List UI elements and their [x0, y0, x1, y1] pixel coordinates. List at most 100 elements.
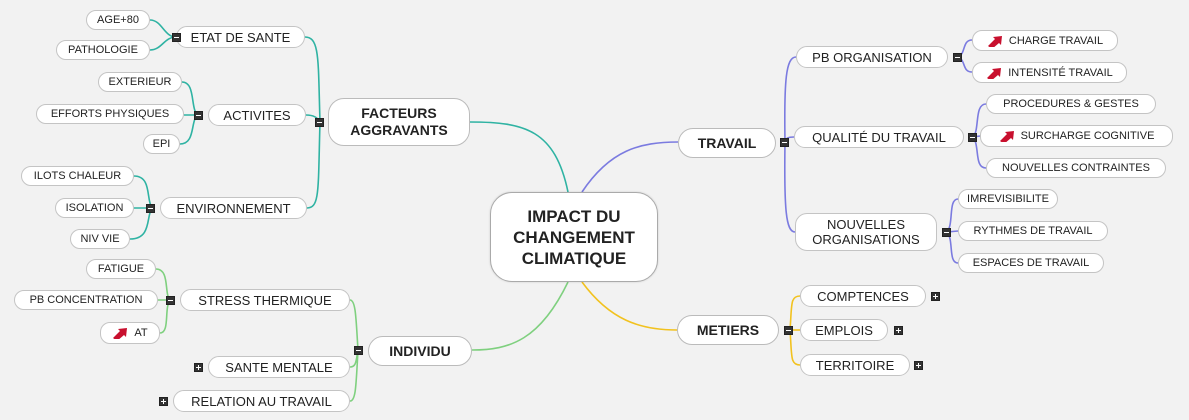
flag-icon	[999, 131, 1014, 142]
pb-concentration-label: PB CONCENTRATION	[29, 294, 143, 306]
surcharge-cognitive-label: SURCHARGE COGNITIVE	[1020, 130, 1155, 142]
topic-imrevisibilite[interactable]: IMREVISIBILITE	[958, 189, 1058, 209]
nouvelles-contraintes-label: NOUVELLES CONTRAINTES	[1002, 162, 1150, 174]
collapse-toggle-individu[interactable]	[354, 346, 363, 355]
link-center-metiers	[581, 281, 678, 331]
topic-etat-de-sante[interactable]: ETAT DE SANTE	[176, 26, 305, 48]
topic-territoire[interactable]: TERRITOIRE	[800, 354, 910, 376]
territoire-label: TERRITOIRE	[815, 357, 895, 373]
topic-nouvelles-organisations[interactable]: NOUVELLES ORGANISATIONS	[795, 213, 937, 251]
exterieur-label: EXTERIEUR	[108, 76, 172, 88]
topic-charge-travail[interactable]: CHARGE TRAVAIL	[972, 30, 1118, 51]
topic-rythmes-de-travail[interactable]: RYTHMES DE TRAVAIL	[958, 221, 1108, 241]
link-center-facteurs	[469, 121, 569, 193]
topic-pb-concentration[interactable]: PB CONCENTRATION	[14, 290, 158, 310]
environnement-label: ENVIRONNEMENT	[176, 200, 291, 216]
topic-nouvelles-contraintes[interactable]: NOUVELLES CONTRAINTES	[986, 158, 1166, 178]
topic-environnement[interactable]: ENVIRONNEMENT	[160, 197, 307, 219]
link-travail-nouvelles	[783, 141, 796, 233]
expand-toggle-sante-mentale[interactable]	[194, 363, 203, 372]
facteurs-line1: FACTEURS	[361, 105, 437, 121]
central-topic-line3: CLIMATIQUE	[521, 248, 627, 268]
collapse-toggle-nouvelles-organisations[interactable]	[942, 228, 951, 237]
topic-age80[interactable]: AGE+80	[86, 10, 150, 30]
procedures-gestes-label: PROCEDURES & GESTES	[1003, 98, 1139, 110]
ilots-chaleur-label: ILOTS CHALEUR	[33, 170, 122, 182]
activites-label: ACTIVITES	[223, 107, 291, 123]
topic-pb-organisation[interactable]: PB ORGANISATION	[796, 46, 948, 68]
link-facteurs-etat	[304, 36, 321, 123]
topic-pathologie[interactable]: PATHOLOGIE	[56, 40, 150, 60]
flag-icon	[987, 35, 1002, 47]
link-center-travail	[581, 141, 679, 193]
collapse-toggle-metiers[interactable]	[784, 326, 793, 335]
travail-label: TRAVAIL	[697, 134, 757, 151]
topic-exterieur[interactable]: EXTERIEUR	[98, 72, 182, 92]
topic-relation-au-travail[interactable]: RELATION AU TRAVAIL	[173, 390, 350, 412]
expand-toggle-territoire[interactable]	[914, 361, 923, 370]
nouvelles-organisations-line2: ORGANISATIONS	[812, 232, 920, 247]
stress-thermique-label: STRESS THERMIQUE	[198, 292, 332, 308]
isolation-label: ISOLATION	[65, 202, 124, 214]
topic-individu[interactable]: INDIVIDU	[368, 336, 472, 366]
link-metiers-comptences	[789, 295, 801, 331]
collapse-toggle-facteurs[interactable]	[315, 118, 324, 127]
rythmes-de-travail-label: RYTHMES DE TRAVAIL	[973, 225, 1093, 237]
topic-sante-mentale[interactable]: SANTE MENTALE	[208, 356, 350, 378]
central-topic-line1: IMPACT DU	[527, 206, 621, 226]
imrevisibilite-label: IMREVISIBILITE	[967, 193, 1049, 205]
at-label: AT	[134, 327, 148, 339]
flag-icon	[113, 328, 128, 339]
charge-travail-label: CHARGE TRAVAIL	[1008, 34, 1104, 47]
fatigue-label: FATIGUE	[97, 263, 145, 275]
central-topic-line2: CHANGEMENT	[513, 227, 635, 247]
topic-niv-vie[interactable]: NIV VIE	[70, 229, 130, 249]
etat-de-sante-label: ETAT DE SANTE	[190, 29, 291, 45]
epi-label: EPI	[152, 138, 171, 150]
topic-procedures-gestes[interactable]: PROCEDURES & GESTES	[986, 94, 1156, 114]
espaces-de-travail-label: ESPACES DE TRAVAIL	[972, 257, 1090, 269]
link-individu-stress	[349, 299, 359, 351]
link-travail-pborg	[783, 56, 797, 143]
topic-isolation[interactable]: ISOLATION	[55, 198, 134, 218]
topic-espaces-de-travail[interactable]: ESPACES DE TRAVAIL	[958, 253, 1104, 273]
topic-fatigue[interactable]: FATIGUE	[86, 259, 156, 279]
nouvelles-organisations-line1: NOUVELLES	[826, 217, 906, 232]
intensite-travail-label: INTENSITÉ TRAVAIL	[1008, 66, 1113, 79]
topic-intensite-travail[interactable]: INTENSITÉ TRAVAIL	[972, 62, 1127, 83]
expand-toggle-relation-au-travail[interactable]	[159, 397, 168, 406]
topic-ilots-chaleur[interactable]: ILOTS CHALEUR	[21, 166, 134, 186]
relation-au-travail-label: RELATION AU TRAVAIL	[191, 393, 332, 409]
collapse-toggle-travail[interactable]	[780, 138, 789, 147]
topic-qualite-du-travail[interactable]: QUALITÉ DU TRAVAIL	[794, 126, 964, 148]
topic-at[interactable]: AT	[100, 322, 160, 344]
metiers-label: METIERS	[696, 321, 760, 338]
collapse-toggle-etat-de-sante[interactable]	[172, 33, 181, 42]
topic-emplois[interactable]: EMPLOIS	[800, 319, 888, 341]
topic-activites[interactable]: ACTIVITES	[208, 104, 306, 126]
collapse-toggle-pb-organisation[interactable]	[953, 53, 962, 62]
qualite-du-travail-label: QUALITÉ DU TRAVAIL	[812, 129, 946, 145]
topic-stress-thermique[interactable]: STRESS THERMIQUE	[180, 289, 350, 311]
emplois-label: EMPLOIS	[815, 322, 873, 338]
topic-comptences[interactable]: COMPTENCES	[800, 285, 926, 307]
expand-toggle-emplois[interactable]	[894, 326, 903, 335]
topic-travail[interactable]: TRAVAIL	[678, 128, 776, 158]
central-topic[interactable]: IMPACT DU CHANGEMENT CLIMATIQUE	[490, 192, 658, 282]
topic-efforts-physiques[interactable]: EFFORTS PHYSIQUES	[36, 104, 184, 124]
sante-mentale-label: SANTE MENTALE	[225, 359, 333, 375]
collapse-toggle-qualite-du-travail[interactable]	[968, 133, 977, 142]
topic-facteurs-aggravants[interactable]: FACTEURS AGGRAVANTS	[328, 98, 470, 146]
flag-icon	[987, 67, 1002, 79]
topic-surcharge-cognitive[interactable]: SURCHARGE COGNITIVE	[980, 125, 1173, 147]
link-facteurs-env	[306, 121, 321, 209]
topic-metiers[interactable]: METIERS	[677, 315, 779, 345]
comptences-label: COMPTENCES	[817, 288, 909, 304]
collapse-toggle-activites[interactable]	[194, 111, 203, 120]
topic-epi[interactable]: EPI	[143, 134, 180, 154]
efforts-physiques-label: EFFORTS PHYSIQUES	[50, 108, 170, 120]
expand-toggle-comptences[interactable]	[931, 292, 940, 301]
collapse-toggle-stress-thermique[interactable]	[166, 296, 175, 305]
collapse-toggle-environnement[interactable]	[146, 204, 155, 213]
niv-vie-label: NIV VIE	[80, 233, 120, 245]
